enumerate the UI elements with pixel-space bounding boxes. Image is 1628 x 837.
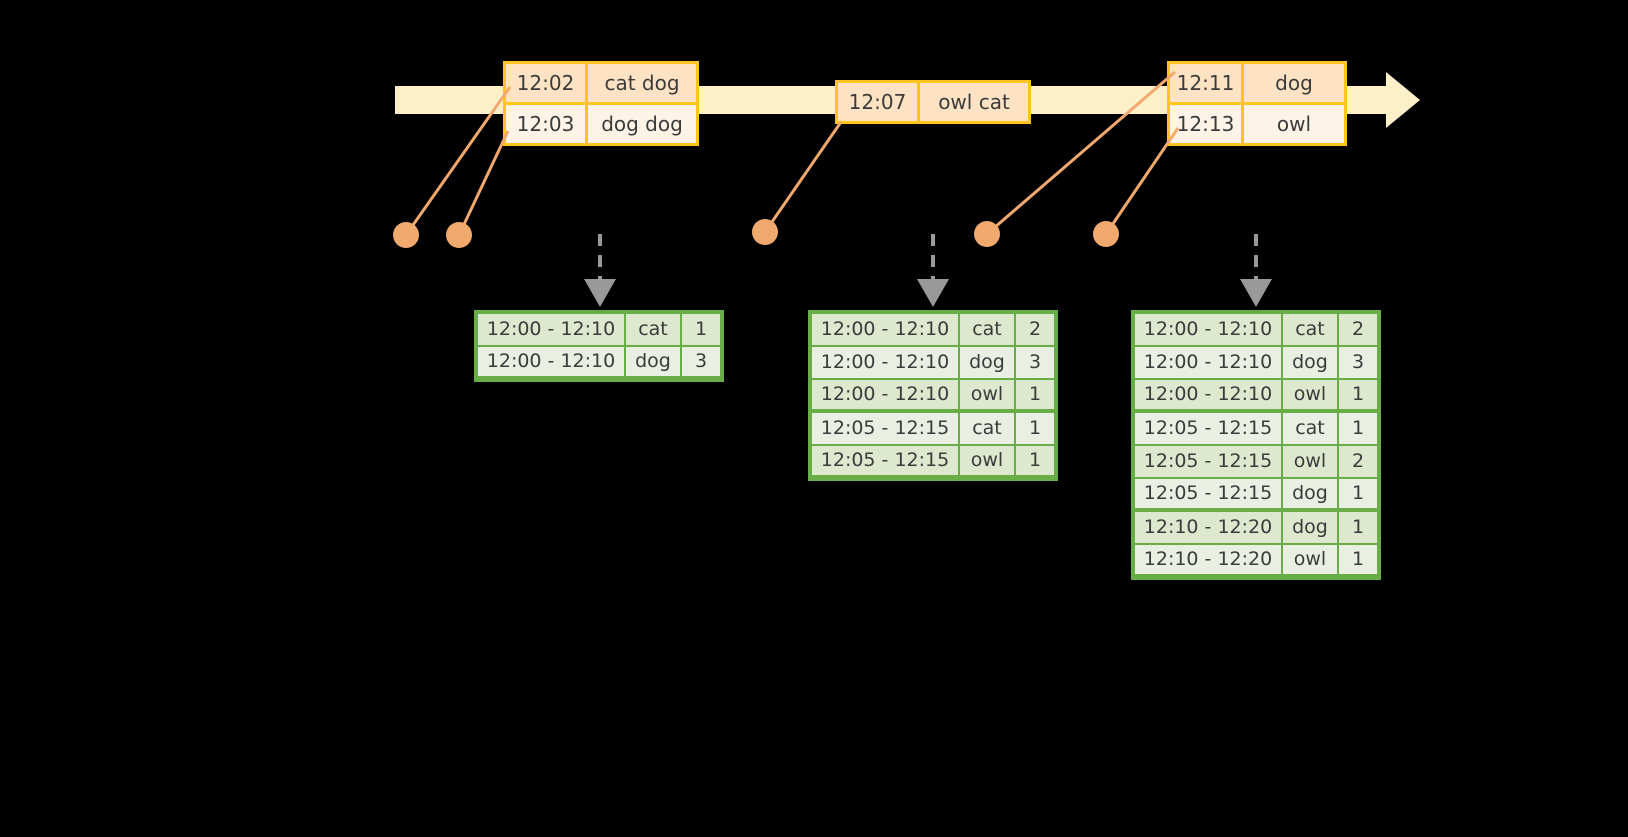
cell-count: 2 — [1015, 313, 1055, 346]
cell-word: cat — [1282, 412, 1338, 445]
cell-count: 3 — [1338, 346, 1378, 379]
connector-dot-3 — [752, 219, 778, 245]
event-row: 12:13 owl — [1170, 102, 1344, 143]
cell-word: dog — [1282, 346, 1338, 379]
cell-window: 12:05 - 12:15 — [1134, 412, 1282, 445]
cell-count: 1 — [681, 313, 721, 346]
cell-word: cat — [625, 313, 681, 346]
cell-window: 12:00 - 12:10 — [811, 346, 959, 379]
cell-count: 3 — [681, 346, 721, 379]
event-row: 12:03 dog dog — [506, 102, 696, 143]
cell-window: 12:00 - 12:10 — [477, 346, 625, 379]
cell-word: cat — [959, 313, 1015, 346]
cell-count: 1 — [1338, 412, 1378, 445]
event-box-c: 12:11 dog 12:13 owl — [1167, 61, 1347, 146]
event-value: owl cat — [920, 83, 1028, 121]
timeline-arrowhead-icon — [1386, 72, 1420, 128]
event-value: owl — [1244, 105, 1344, 143]
event-value: cat dog — [588, 64, 696, 102]
cell-count: 1 — [1015, 412, 1055, 445]
cell-word: dog — [959, 346, 1015, 379]
connector-line-3 — [763, 121, 843, 233]
connector-dot-1 — [393, 222, 419, 248]
cell-word: dog — [1282, 511, 1338, 544]
cell-count: 1 — [1338, 478, 1378, 511]
cell-word: owl — [1282, 544, 1338, 577]
event-time: 12:07 — [838, 83, 920, 121]
event-time: 12:03 — [506, 105, 588, 143]
cell-word: cat — [959, 412, 1015, 445]
cell-word: dog — [625, 346, 681, 379]
cell-window: 12:00 - 12:10 — [477, 313, 625, 346]
cell-window: 12:05 - 12:15 — [1134, 445, 1282, 478]
connector-dot-5 — [1093, 221, 1119, 247]
event-row: 12:02 cat dog — [506, 64, 696, 102]
cell-window: 12:00 - 12:10 — [811, 313, 959, 346]
cell-word: owl — [959, 445, 1015, 478]
event-row: 12:11 dog — [1170, 64, 1344, 102]
connector-dot-4 — [974, 221, 1000, 247]
connector-dot-2 — [446, 222, 472, 248]
cell-count: 1 — [1015, 445, 1055, 478]
connector-dots — [393, 219, 1119, 248]
event-value: dog — [1244, 64, 1344, 102]
cell-window: 12:00 - 12:10 — [1134, 379, 1282, 412]
cell-window: 12:00 - 12:10 — [1134, 313, 1282, 346]
cell-window: 12:05 - 12:15 — [1134, 478, 1282, 511]
cell-count: 2 — [1338, 313, 1378, 346]
cell-word: owl — [1282, 445, 1338, 478]
cell-count: 1 — [1338, 379, 1378, 412]
cell-count: 3 — [1015, 346, 1055, 379]
cell-count: 1 — [1338, 544, 1378, 577]
cell-word: dog — [1282, 478, 1338, 511]
connector-line-2 — [457, 130, 510, 236]
event-box-b: 12:07 owl cat — [835, 80, 1031, 124]
event-value: dog dog — [588, 105, 696, 143]
cell-window: 12:10 - 12:20 — [1134, 544, 1282, 577]
cell-count: 1 — [1015, 379, 1055, 412]
cell-word: owl — [1282, 379, 1338, 412]
cell-word: owl — [959, 379, 1015, 412]
event-box-a: 12:02 cat dog 12:03 dog dog — [503, 61, 699, 146]
cell-window: 12:05 - 12:15 — [811, 412, 959, 445]
event-time: 12:02 — [506, 64, 588, 102]
event-row: 12:07 owl cat — [838, 83, 1028, 121]
cell-window: 12:10 - 12:20 — [1134, 511, 1282, 544]
cell-window: 12:05 - 12:15 — [811, 445, 959, 478]
cell-count: 2 — [1338, 445, 1378, 478]
cell-count: 1 — [1338, 511, 1378, 544]
cell-window: 12:00 - 12:10 — [811, 379, 959, 412]
cell-word: cat — [1282, 313, 1338, 346]
cell-window: 12:00 - 12:10 — [1134, 346, 1282, 379]
event-time: 12:11 — [1170, 64, 1244, 102]
event-time: 12:13 — [1170, 105, 1244, 143]
down-arrows — [584, 234, 1272, 307]
